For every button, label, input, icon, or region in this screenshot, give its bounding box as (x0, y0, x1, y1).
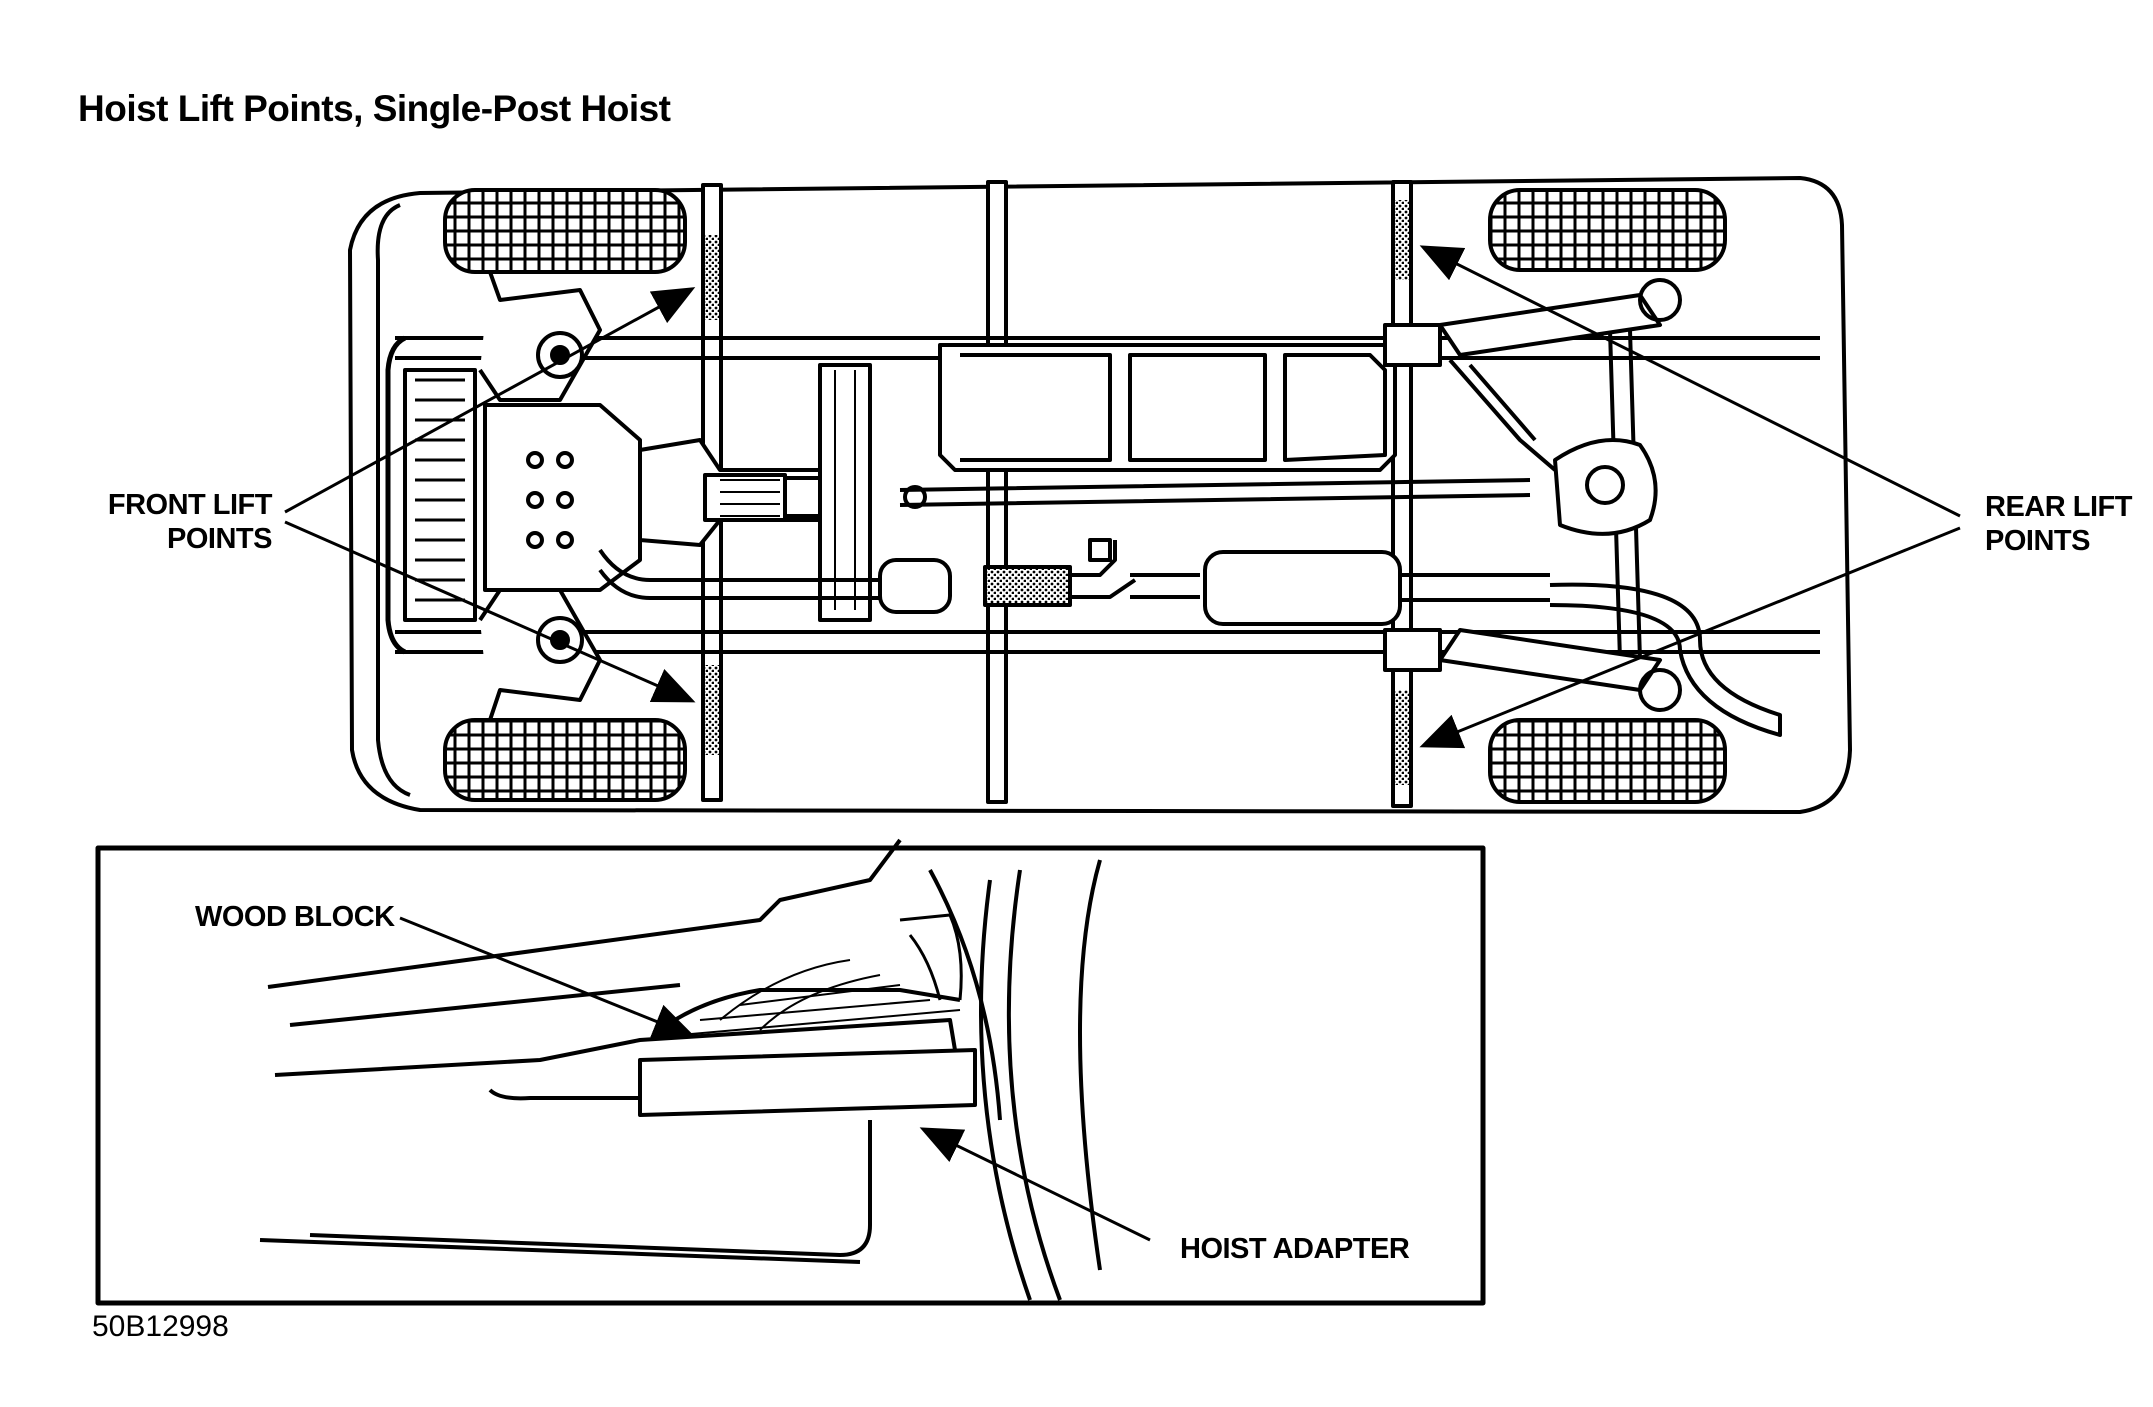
tire-rear-right (1488, 718, 1727, 804)
exhaust-system (598, 538, 1782, 737)
body-outline (348, 176, 1852, 814)
front-lift-label-line2: POINTS (167, 523, 272, 555)
front-lift-points-label: FRONT LIFT POINTS (102, 488, 273, 556)
lift-pad-front-left (705, 235, 719, 320)
body-inner-outline (375, 203, 411, 797)
tire-rear-left (1488, 188, 1727, 272)
diagram-title: Hoist Lift Points, Single-Post Hoist (78, 88, 671, 129)
tires (443, 188, 1727, 804)
tire-front-left (443, 188, 687, 274)
inset-frame (95, 845, 1486, 1306)
inset-detail (259, 838, 1151, 1301)
rear-axle (1383, 278, 1682, 712)
drivetrain (638, 363, 1531, 622)
lift-pad-front-right (705, 665, 719, 755)
figure-code: 50B12998 (92, 1310, 229, 1343)
lift-point-arrows (284, 245, 1961, 749)
wood-block-label: WOOD BLOCK (195, 901, 395, 933)
lift-pad-rear-right (1395, 690, 1409, 785)
hoist-adapter-label: HOIST ADAPTER (1180, 1233, 1410, 1265)
fuel-tank (938, 343, 1397, 472)
tire-front-right (443, 718, 687, 802)
rear-lift-points-label: REAR LIFT POINTS (1985, 490, 2132, 558)
lift-pad-rear-left (1395, 200, 1409, 280)
rear-lift-label-line1: REAR LIFT (1985, 491, 2132, 523)
front-lift-label-line1: FRONT LIFT (107, 489, 273, 521)
rear-lift-label-line2: POINTS (1985, 525, 2090, 557)
